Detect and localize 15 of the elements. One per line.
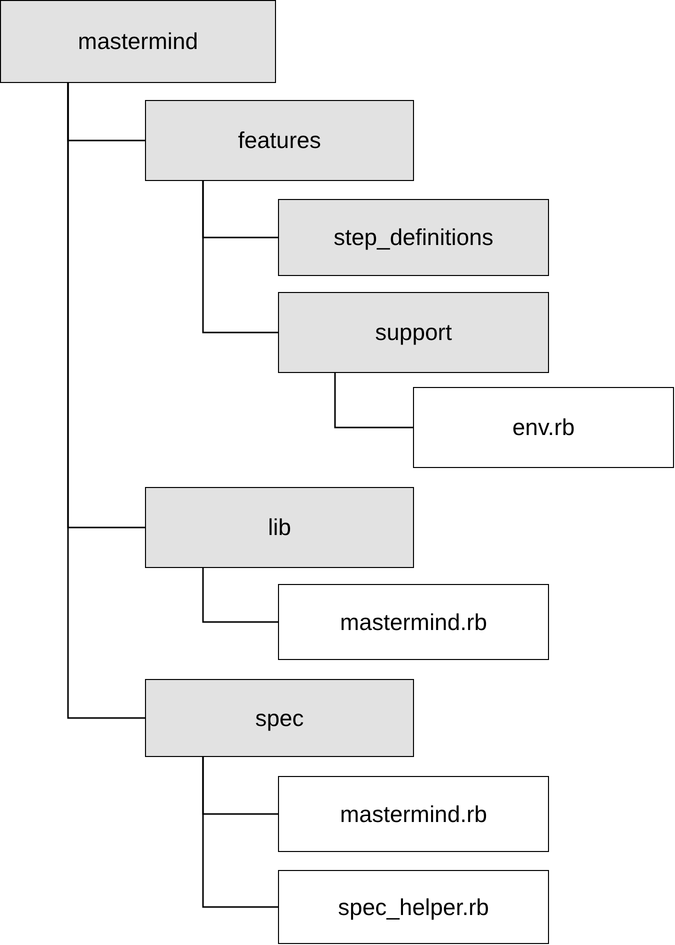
- connector-line: [334, 373, 413, 428]
- connector-line: [202, 757, 278, 908]
- folder-box: spec: [145, 679, 414, 757]
- file-box: spec_helper.rb: [278, 870, 549, 944]
- folder-box: support: [278, 292, 549, 373]
- folder-box: mastermind: [0, 0, 276, 83]
- file-box: mastermind.rb: [278, 584, 549, 660]
- connector-line: [67, 83, 145, 719]
- folder-box: features: [145, 100, 414, 181]
- folder-box: step_definitions: [278, 199, 549, 276]
- connector-line: [202, 181, 278, 334]
- connector-line: [202, 568, 278, 623]
- file-box: env.rb: [413, 387, 674, 468]
- file-box: mastermind.rb: [278, 776, 549, 852]
- folder-box: lib: [145, 487, 414, 568]
